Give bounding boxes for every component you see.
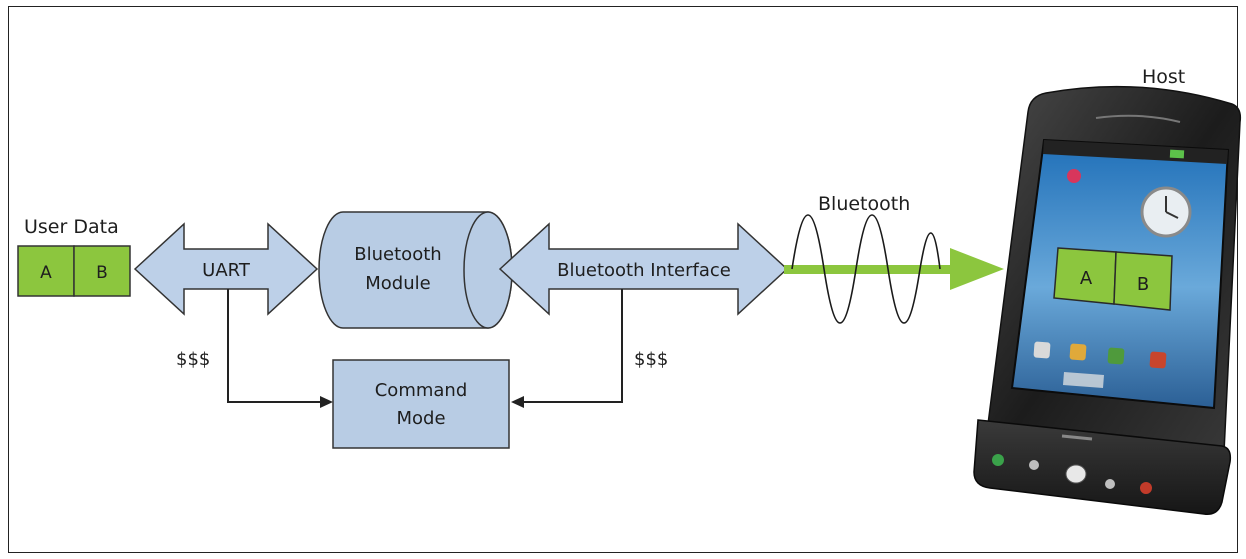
bluetooth-beam bbox=[784, 265, 954, 274]
phone-battery-icon bbox=[1169, 149, 1185, 159]
phone-end-call-button-icon bbox=[1140, 482, 1152, 494]
interface-to-command-line bbox=[522, 289, 623, 403]
bluetooth-module-label-line1: Bluetooth bbox=[354, 244, 441, 265]
phone-trackball-icon bbox=[1065, 464, 1087, 484]
escape-sequence-right: $$$ bbox=[634, 349, 668, 370]
phone-dock-icon-2 bbox=[1069, 343, 1087, 361]
bluetooth-interface-label: Bluetooth Interface bbox=[557, 260, 731, 281]
uart-to-command-arrowhead bbox=[320, 396, 333, 408]
phone-menu-key bbox=[1061, 434, 1093, 441]
phone-clock-widget bbox=[1140, 186, 1192, 238]
bluetooth-label: Bluetooth bbox=[818, 193, 910, 215]
phone-chin bbox=[973, 419, 1232, 515]
bluetooth-beam-arrowhead bbox=[950, 248, 1004, 290]
user-data-label: User Data bbox=[24, 216, 119, 238]
phone-cell-a-label: A bbox=[1080, 268, 1093, 289]
uart-to-command-line bbox=[227, 289, 322, 403]
escape-sequence-left: $$$ bbox=[176, 349, 210, 370]
interface-to-command-arrowhead bbox=[511, 396, 524, 408]
user-data-cell-a-label: A bbox=[40, 263, 52, 283]
command-mode-box bbox=[332, 359, 510, 449]
phone-home-button-icon bbox=[1029, 460, 1039, 470]
command-mode-label-line1: Command bbox=[375, 380, 468, 401]
uart-arrow bbox=[133, 222, 319, 316]
phone-cell-b-label: B bbox=[1137, 274, 1149, 295]
user-data-cell-b-label: B bbox=[96, 263, 108, 283]
phone-illustration: A B bbox=[973, 85, 1242, 515]
bluetooth-wave-icon bbox=[791, 214, 941, 324]
phone-home-tray bbox=[1063, 372, 1104, 388]
user-data-cell-b bbox=[73, 245, 131, 297]
phone-call-button-icon bbox=[992, 454, 1004, 466]
host-label: Host bbox=[1142, 66, 1185, 88]
phone-dock-icon-1 bbox=[1033, 341, 1051, 359]
command-mode-label-line2: Mode bbox=[396, 408, 445, 429]
uart-label: UART bbox=[202, 260, 251, 281]
phone-dock-icon-4 bbox=[1149, 351, 1167, 369]
phone-app-icon-top bbox=[1067, 169, 1081, 183]
phone-cell-b bbox=[1113, 251, 1173, 311]
phone-dock-icon-3 bbox=[1107, 347, 1125, 365]
phone-back-button-icon bbox=[1105, 479, 1115, 489]
user-data-cell-a bbox=[17, 245, 75, 297]
phone-earpiece bbox=[1095, 114, 1181, 123]
bluetooth-module-label-line2: Module bbox=[365, 273, 430, 294]
